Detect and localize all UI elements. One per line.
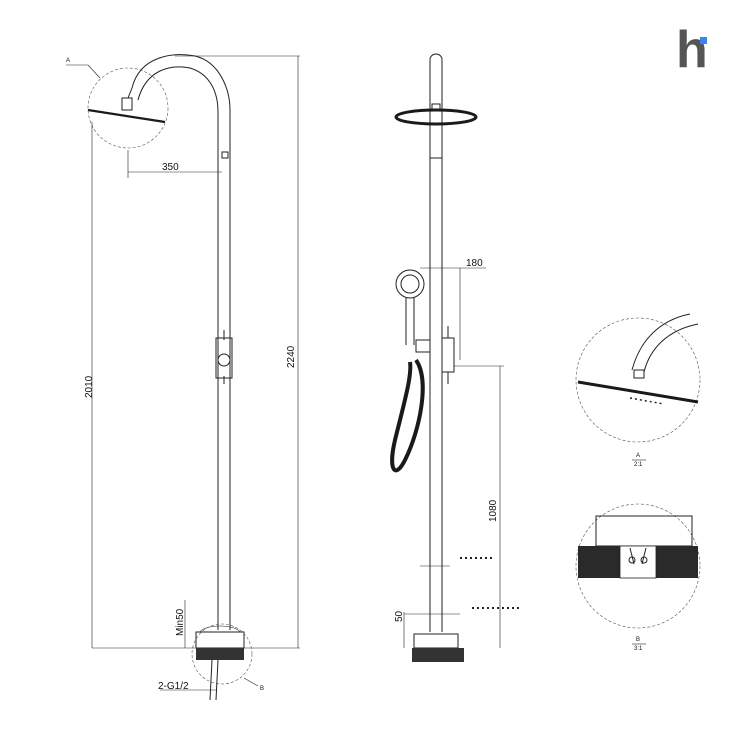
front-view: 180 1080 50 bbox=[390, 53, 520, 662]
dim-mixer-height: 1080 bbox=[488, 499, 499, 522]
dim-total-height: 2240 bbox=[286, 345, 297, 368]
brand-logo: h bbox=[676, 21, 712, 82]
detail-a: A 2:1 bbox=[575, 313, 701, 468]
detail-a-callout: A bbox=[66, 58, 70, 64]
dim-hand-shower-offset: 180 bbox=[466, 258, 483, 269]
detail-b: B 3:1 bbox=[575, 503, 701, 652]
detail-b-title: B bbox=[636, 637, 640, 643]
dim-arm-reach: 350 bbox=[162, 162, 179, 173]
detail-b-callout: B bbox=[260, 686, 264, 692]
dim-outlet-height: 2010 bbox=[84, 375, 95, 398]
brand-letter: h bbox=[676, 21, 708, 79]
dim-min-base: Min50 bbox=[175, 608, 186, 636]
brand-accent-square bbox=[700, 37, 707, 44]
detail-a-title: A bbox=[636, 453, 640, 459]
detail-a-scale: 2:1 bbox=[634, 462, 643, 468]
side-view: A B 350 2240 2010 Min50 bbox=[66, 54, 300, 701]
dim-base-height: 50 bbox=[394, 610, 405, 622]
dim-connection: 2-G1/2 bbox=[158, 681, 189, 692]
detail-b-scale: 3:1 bbox=[634, 646, 643, 652]
